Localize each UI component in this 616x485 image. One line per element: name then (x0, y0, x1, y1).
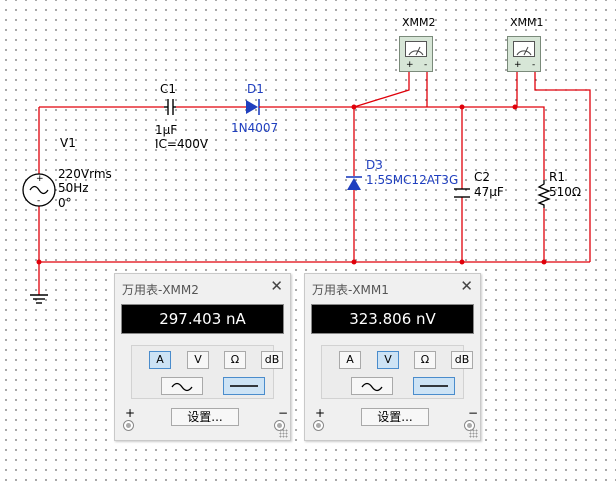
resize-grip-icon[interactable] (279, 429, 288, 438)
multimeter-xmm1-icon[interactable]: + - (507, 36, 541, 72)
xmm1-plus-sign: + (514, 60, 522, 70)
resize-grip-icon[interactable] (469, 429, 478, 438)
v1-phase-label: 0° (58, 196, 72, 210)
mode-button-ohm[interactable]: Ω (414, 351, 436, 369)
c1-ref-label: C1 (160, 82, 177, 96)
ground-symbol[interactable] (30, 294, 48, 304)
v1-amplitude-label: 220Vrms (58, 167, 112, 181)
r1-ref-label: R1 (549, 170, 565, 184)
mode-button-v[interactable]: V (377, 351, 399, 369)
junction-dot (351, 104, 357, 110)
sine-wave-icon (361, 382, 383, 392)
capacitor-c1-symbol[interactable] (164, 99, 176, 115)
mode-group: A V Ω dB (131, 345, 283, 399)
mode-button-a[interactable]: A (339, 351, 361, 369)
d3-model-label: 1.5SMC12AT3G (366, 173, 459, 187)
minus-terminal-label: − (278, 406, 289, 420)
d1-model-label: 1N4007 (231, 121, 279, 135)
sine-wave-icon (171, 382, 193, 392)
mode-button-db[interactable]: dB (451, 351, 473, 369)
xmm1-ref-label: XMM1 (510, 16, 544, 29)
close-icon[interactable]: ✕ (270, 277, 283, 295)
c2-ref-label: C2 (474, 170, 491, 184)
v1-frequency-label: 50Hz (58, 181, 89, 195)
junctions (36, 104, 547, 265)
junction-dot (36, 259, 42, 265)
panel-title: 万用表-XMM2 (122, 283, 199, 297)
d1-ref-label: D1 (247, 82, 264, 96)
wire-xmm1-minus[interactable] (534, 72, 591, 262)
settings-button[interactable]: 设置... (171, 408, 239, 426)
reading-display: 297.403 nA (121, 304, 284, 334)
multimeter-panel-xmm2[interactable]: 万用表-XMM2 ✕ 297.403 nA A V Ω dB + − 设置... (114, 273, 291, 441)
xmm1-minus-sign: - (532, 60, 536, 70)
meter-dial-icon (405, 41, 427, 57)
mode-button-a[interactable]: A (149, 351, 171, 369)
dc-line-icon (420, 385, 448, 387)
junction-dot (459, 259, 465, 265)
multimeter-panel-xmm1[interactable]: 万用表-XMM1 ✕ 323.806 nV A V Ω dB + − 设置... (304, 273, 481, 441)
resistor-r1-symbol[interactable] (537, 180, 551, 208)
svg-text:-: - (37, 196, 40, 206)
wires (38, 72, 591, 295)
mode-button-ohm[interactable]: Ω (224, 351, 246, 369)
d3-ref-label: D3 (366, 158, 383, 172)
c1-value-label: 1µF (155, 123, 178, 137)
dc-wave-button[interactable] (223, 377, 265, 395)
wire-xmm2-plus[interactable] (353, 72, 410, 108)
reading-display: 323.806 nV (311, 304, 474, 334)
dc-wave-button[interactable] (413, 377, 455, 395)
diode-d1-symbol[interactable] (246, 99, 261, 115)
settings-button[interactable]: 设置... (361, 408, 429, 426)
junction-dot (459, 104, 465, 110)
mode-button-v[interactable]: V (187, 351, 209, 369)
meter-dial-icon (513, 41, 535, 57)
minus-terminal-label: − (468, 406, 479, 420)
plus-terminal[interactable] (123, 420, 134, 431)
ac-source-v1-symbol[interactable]: + - (22, 173, 56, 207)
svg-text:+: + (36, 174, 44, 184)
diode-d3-symbol[interactable] (346, 176, 362, 190)
ac-wave-button[interactable] (161, 377, 203, 395)
r1-value-label: 510Ω (549, 185, 582, 199)
mode-button-db[interactable]: dB (261, 351, 283, 369)
xmm2-plus-sign: + (406, 60, 414, 70)
dc-line-icon (230, 385, 258, 387)
plus-terminal-label: + (125, 406, 136, 420)
plus-terminal-label: + (315, 406, 326, 420)
close-icon[interactable]: ✕ (460, 277, 473, 295)
ac-wave-button[interactable] (351, 377, 393, 395)
c2-value-label: 47µF (474, 185, 504, 199)
panel-title: 万用表-XMM1 (312, 283, 389, 297)
c1-ic-label: IC=400V (155, 137, 209, 151)
wire-r1-top[interactable] (515, 106, 545, 180)
plus-terminal[interactable] (313, 420, 324, 431)
mode-group: A V Ω dB (321, 345, 473, 399)
multimeter-xmm2-icon[interactable]: + - (399, 36, 433, 72)
xmm2-minus-sign: - (424, 60, 428, 70)
capacitor-c2-symbol[interactable] (454, 188, 470, 198)
junction-dot (512, 104, 518, 110)
junction-dot (541, 259, 547, 265)
junction-dot (351, 259, 357, 265)
v1-ref-label: V1 (60, 136, 76, 150)
xmm2-ref-label: XMM2 (402, 16, 436, 29)
